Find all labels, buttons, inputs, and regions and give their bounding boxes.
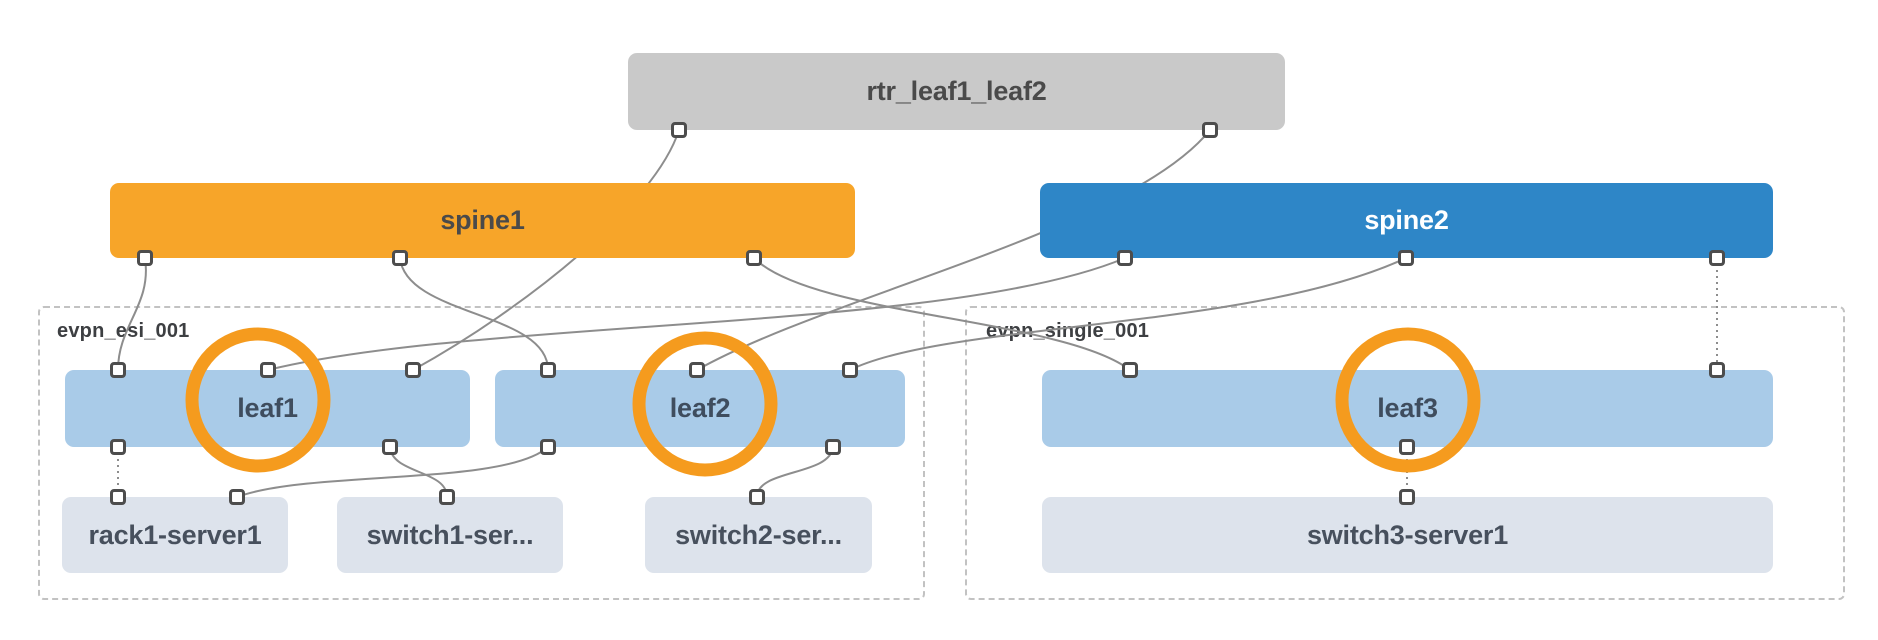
zone-label-evpn_esi_001: evpn_esi_001 (57, 320, 190, 342)
port-spine1[interactable] (746, 250, 762, 266)
node-label-switch2-server: switch2-ser... (675, 519, 842, 550)
node-label-leaf2: leaf2 (669, 393, 731, 423)
link-spine1-leaf1[interactable] (117, 257, 147, 371)
node-label-leaf3: leaf3 (1377, 393, 1438, 423)
zone-evpn_esi_001[interactable] (38, 306, 925, 600)
port-leaf1[interactable] (110, 439, 126, 455)
port-spine2[interactable] (1398, 250, 1414, 266)
link-leaf2-switch2-server[interactable] (756, 446, 834, 498)
port-switch3-server1[interactable] (1399, 489, 1415, 505)
node-leaf2[interactable]: leaf2 (495, 370, 905, 447)
link-leaf1-switch1-server[interactable] (389, 446, 448, 498)
port-spine2[interactable] (1117, 250, 1133, 266)
port-rack1-server1[interactable] (110, 489, 126, 505)
node-label-switch1-server: switch1-ser... (366, 519, 534, 550)
node-rtr_leaf1_leaf2[interactable]: rtr_leaf1_leaf2 (628, 53, 1285, 130)
node-label-leaf1: leaf1 (237, 393, 298, 423)
port-switch2-server[interactable] (749, 489, 765, 505)
node-label-rtr_leaf1_leaf2: rtr_leaf1_leaf2 (866, 76, 1047, 106)
port-rtr_leaf1_leaf2[interactable] (1202, 122, 1218, 138)
link-spine2-leaf2[interactable] (849, 257, 1407, 371)
link-spine2-leaf1[interactable] (267, 257, 1126, 371)
port-leaf1[interactable] (405, 362, 421, 378)
link-leaf2-rack1-server1[interactable] (236, 446, 549, 498)
port-leaf3[interactable] (1709, 362, 1725, 378)
port-switch1-server[interactable] (439, 489, 455, 505)
node-spine1[interactable]: spine1 (110, 183, 855, 258)
node-leaf1[interactable]: leaf1 (65, 370, 470, 447)
node-leaf3[interactable]: leaf3 (1042, 370, 1773, 447)
node-label-rack1-server1: rack1-server1 (88, 519, 262, 550)
node-rack1-server1[interactable]: rack1-server1 (62, 497, 288, 573)
port-leaf1[interactable] (382, 439, 398, 455)
node-switch3-server1[interactable]: switch3-server1 (1042, 497, 1773, 573)
port-leaf3[interactable] (1122, 362, 1138, 378)
port-leaf2[interactable] (689, 362, 705, 378)
node-label-spine2: spine2 (1364, 205, 1449, 235)
zone-label-evpn_single_001: evpn_single_001 (986, 320, 1150, 342)
port-leaf2[interactable] (825, 439, 841, 455)
node-label-switch3-server1: switch3-server1 (1306, 519, 1509, 550)
port-spine1[interactable] (392, 250, 408, 266)
port-leaf2[interactable] (540, 362, 556, 378)
port-rtr_leaf1_leaf2[interactable] (671, 122, 687, 138)
port-spine1[interactable] (137, 250, 153, 266)
port-spine2[interactable] (1709, 250, 1725, 266)
port-leaf2[interactable] (540, 439, 556, 455)
node-spine2[interactable]: spine2 (1040, 183, 1773, 258)
link-spine1-leaf2[interactable] (399, 257, 549, 371)
zone-evpn_single_001[interactable] (965, 306, 1845, 600)
port-leaf1[interactable] (110, 362, 126, 378)
port-rack1-server1[interactable] (229, 489, 245, 505)
port-leaf2[interactable] (842, 362, 858, 378)
port-leaf3[interactable] (1399, 439, 1415, 455)
link-spine1-leaf3[interactable] (753, 257, 1131, 371)
port-leaf1[interactable] (260, 362, 276, 378)
node-switch2-server[interactable]: switch2-ser... (645, 497, 872, 573)
node-switch1-server[interactable]: switch1-ser... (337, 497, 563, 573)
node-label-spine1: spine1 (440, 205, 525, 235)
